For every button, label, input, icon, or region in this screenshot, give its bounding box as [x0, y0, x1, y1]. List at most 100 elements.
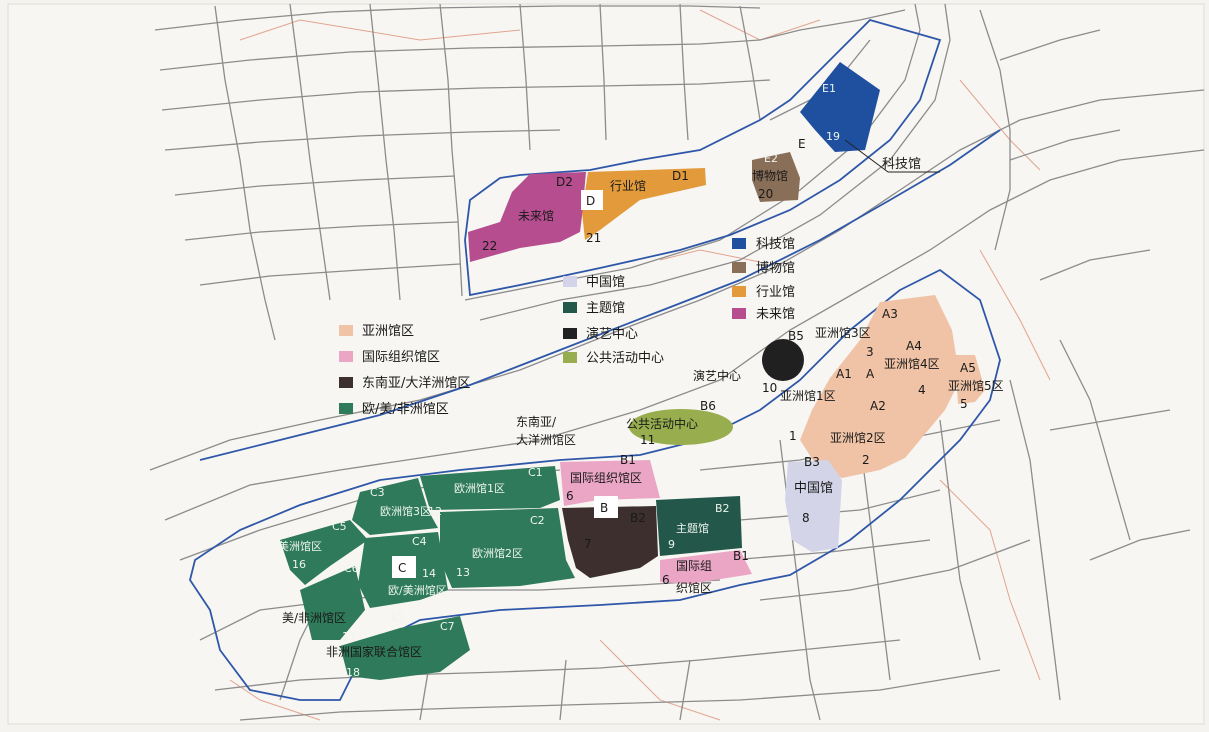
legend-item-industry: 行业馆: [756, 285, 795, 300]
legend-item-theme: 主题馆: [586, 301, 625, 316]
label-sea-b: 大洋洲馆区: [516, 432, 576, 447]
legend-item-public: 公共活动中心: [586, 351, 664, 366]
label-17: 17: [342, 630, 356, 643]
label-21: 21: [586, 231, 601, 245]
label-b2: B2: [715, 502, 730, 515]
zone-b5-performance-center: B5 演艺中心 10: [693, 329, 804, 395]
label-22: 22: [482, 239, 497, 253]
label-2: 2: [862, 453, 870, 467]
expo-boundary: [189, 18, 1001, 701]
label-18: 18: [346, 666, 360, 679]
label-intl-2a: 国际组: [676, 559, 712, 573]
label-1: 1: [789, 429, 797, 443]
legend-item-future: 未来馆: [756, 307, 795, 322]
label-6: 6: [566, 489, 574, 503]
label-b6: B6: [700, 399, 716, 413]
swatch-science: [732, 238, 746, 249]
minor-road-network: [229, 9, 1051, 721]
label-intl-2b: 织馆区: [676, 580, 712, 595]
label-b5: B5: [788, 329, 804, 343]
zone-d2-future-hall: D D2 未来馆 22: [468, 172, 603, 262]
label-19: 19: [826, 130, 840, 143]
label-eu3: 欧洲馆3区: [380, 504, 431, 518]
label-b3: B3: [804, 455, 820, 469]
label-a1: A1: [836, 367, 852, 381]
label-eu2: 欧洲馆2区: [472, 546, 523, 560]
swatch-museum: [732, 262, 746, 273]
label-15: 15: [390, 610, 404, 623]
label-20: 20: [758, 187, 773, 201]
label-am2: 欧/美洲馆区: [388, 583, 447, 597]
callout-science-hall: 科技馆: [882, 157, 921, 172]
marker-c: [392, 556, 416, 578]
marker-b: [594, 496, 618, 518]
swatch-future: [732, 308, 746, 319]
label-c4: C4: [412, 535, 427, 548]
legend-item-science: 科技馆: [756, 237, 795, 252]
label-performance: 演艺中心: [693, 368, 741, 383]
swatch-theme: [563, 302, 577, 313]
swatch-public: [563, 352, 577, 363]
legend-item-perform: 演艺中心: [586, 326, 638, 342]
label-7: 7: [584, 537, 592, 551]
legend-puxi: 科技馆 博物馆 行业馆 未来馆: [732, 237, 795, 322]
label-c: C: [398, 561, 406, 575]
legend-center: 中国馆 主题馆 演艺中心 公共活动中心: [563, 275, 664, 366]
label-af2: 非洲国家联合馆区: [326, 644, 422, 659]
leader-line-science: [844, 139, 889, 173]
label-5: 5: [960, 397, 968, 411]
label-a3: A3: [882, 307, 898, 321]
label-11: 11: [640, 433, 655, 447]
label-intl: 国际组织馆区: [570, 470, 642, 485]
label-e2: E2: [764, 152, 778, 165]
label-sea-a: 东南亚/: [516, 414, 557, 429]
legend-item-intl: 国际组织馆区: [362, 350, 440, 365]
label-4: 4: [918, 383, 926, 397]
label-c2: C2: [530, 514, 545, 527]
swatch-asia: [339, 325, 353, 336]
label-asia1: 亚洲馆1区: [780, 388, 836, 403]
label-af1: 美/非洲馆区: [282, 610, 346, 625]
legend-item-asia: 亚洲馆区: [362, 324, 414, 339]
label-6-east: 6: [662, 573, 670, 587]
label-12: 12: [428, 505, 442, 518]
swatch-china: [563, 276, 577, 287]
label-a5: A5: [960, 361, 976, 375]
label-14: 14: [422, 567, 436, 580]
zone-e1-science-hall: E1 19 E 科技馆: [798, 62, 940, 173]
label-am1: 美洲馆区: [278, 539, 322, 553]
label-a4: A4: [906, 339, 922, 353]
zone-b3-china-pavilion: B3 中国馆 8: [785, 455, 842, 552]
legend-item-china: 中国馆: [586, 275, 625, 290]
label-c3: C3: [370, 486, 385, 499]
label-d: D: [586, 194, 595, 208]
label-9: 9: [668, 538, 675, 551]
label-theme: 主题馆: [676, 521, 709, 535]
label-e: E: [798, 137, 806, 151]
legend-item-eu: 欧/美/非洲馆区: [362, 402, 449, 417]
label-c1: C1: [528, 466, 543, 479]
label-b2-west: B2: [630, 511, 646, 525]
swatch-perform: [563, 328, 577, 339]
zone-e2-museum: E2 博物馆 20: [752, 152, 800, 202]
label-asia5: 亚洲馆5区: [948, 378, 1004, 393]
label-c5: C5: [332, 520, 347, 533]
label-3: 3: [866, 345, 874, 359]
label-c6: C6: [344, 562, 359, 575]
swatch-eu: [339, 403, 353, 414]
label-d2: D2: [556, 175, 573, 189]
label-e1: E1: [822, 82, 836, 95]
label-b: B: [600, 501, 608, 515]
label-public: 公共活动中心: [626, 416, 698, 431]
zone-c-europe-america-africa: C C1 欧洲馆1区 C3 欧洲馆3区 12 C2 欧洲馆2区 C5 C4 美洲…: [278, 466, 575, 680]
label-8: 8: [802, 511, 810, 525]
label-c7: C7: [440, 620, 455, 633]
label-10: 10: [762, 381, 777, 395]
label-future-hall: 未来馆: [518, 208, 554, 223]
label-asia2: 亚洲馆2区: [830, 430, 886, 445]
zone-b-sea-oceania: B B2 7 东南亚/ 大洋洲馆区: [516, 414, 658, 578]
label-16: 16: [292, 558, 306, 571]
label-b1-east: B1: [733, 549, 749, 563]
